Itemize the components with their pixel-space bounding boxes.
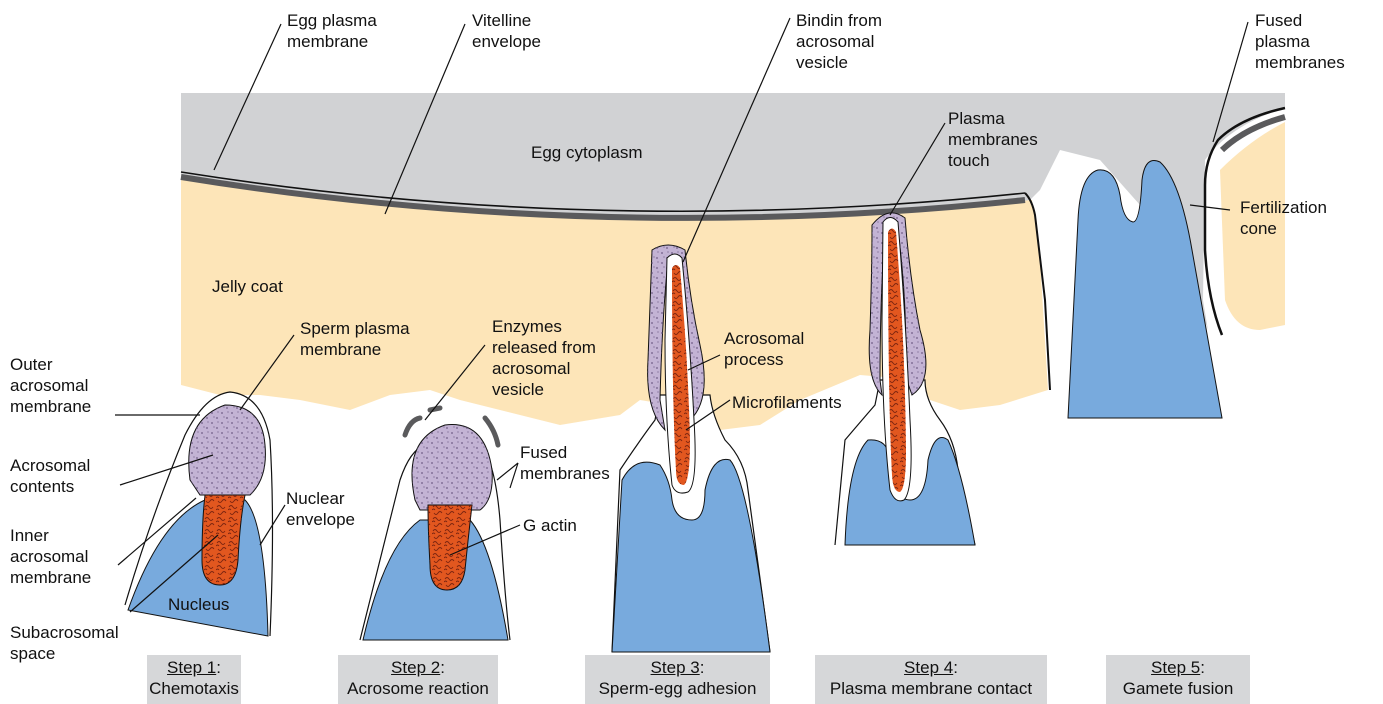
step-5-box: Step 5: Gamete fusion: [1106, 655, 1250, 704]
step-5-number: Step 5: [1151, 658, 1200, 677]
label-microfilaments: Microfilaments: [732, 392, 842, 413]
step-4-name: Plasma membrane contact: [830, 679, 1032, 698]
label-g-actin: G actin: [523, 515, 577, 536]
step-2-name: Acrosome reaction: [347, 679, 489, 698]
step-2-number: Step 2: [391, 658, 440, 677]
step-4-box: Step 4: Plasma membrane contact: [815, 655, 1047, 704]
step-3-number: Step 3: [651, 658, 700, 677]
step-1-box: Step 1: Chemotaxis: [147, 655, 241, 704]
step-1-number: Step 1: [167, 658, 216, 677]
label-jelly-coat: Jelly coat: [212, 276, 283, 297]
step-3-box: Step 3: Sperm-egg adhesion: [585, 655, 770, 704]
label-nucleus: Nucleus: [168, 594, 229, 615]
step-3-name: Sperm-egg adhesion: [599, 679, 757, 698]
step-1-name: Chemotaxis: [149, 679, 239, 698]
step-2-box: Step 2: Acrosome reaction: [338, 655, 498, 704]
step-5-name: Gamete fusion: [1123, 679, 1234, 698]
sperm1-nucleus: [128, 500, 268, 636]
label-egg-cytoplasm: Egg cytoplasm: [531, 142, 643, 163]
step-4-number: Step 4: [904, 658, 953, 677]
